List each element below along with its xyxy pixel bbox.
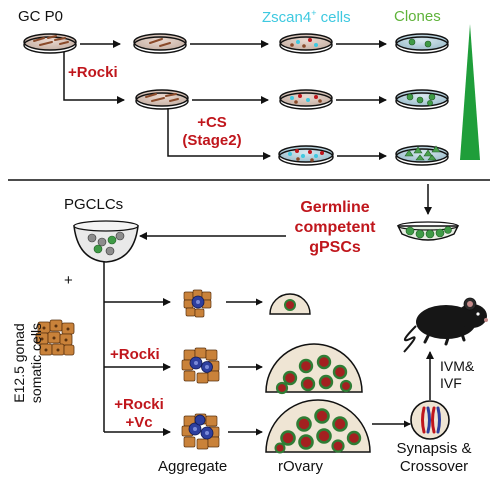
gonad-somatic-cells-label: E12.5 gonad somatic cells <box>11 303 45 423</box>
rovary-large-icon <box>265 399 371 454</box>
zscan4-sup: + <box>311 8 317 18</box>
synapsis-crossover-label: Synapsis & Crossover <box>384 440 484 476</box>
chromosome-icon <box>410 400 450 440</box>
row3-dish-1 <box>278 145 334 166</box>
row1-dish-4 <box>395 33 449 54</box>
cs-stage2-label: +CS (Stage2) <box>172 114 252 150</box>
gpsc-well-icon <box>396 221 460 241</box>
rocki-vc-line-1: +Rocki <box>114 396 164 413</box>
germline-competent-gpscs-label: Germline competent gPSCs <box>280 198 390 258</box>
gc-p0-label: GC P0 <box>18 8 64 25</box>
row2-dish-2 <box>279 89 333 110</box>
zscan4-cells-label: Zscan4+ cells <box>262 8 351 26</box>
ivm-line: IVM& <box>440 358 475 374</box>
rocki-label-top: +Rocki <box>68 64 118 81</box>
row3-dish-2 <box>395 145 449 166</box>
stage2-line: (Stage2) <box>182 132 242 149</box>
row1-dish-2 <box>133 33 187 54</box>
row1-dish-3 <box>279 33 333 54</box>
aggregate-large-icon <box>181 413 220 450</box>
clones-label: Clones <box>394 8 441 25</box>
germline-line-1: Germline <box>300 199 370 216</box>
gonad-somatic-cells-icon <box>35 319 75 356</box>
row2-dish-3 <box>395 89 449 110</box>
rovary-small-icon <box>269 293 311 315</box>
rovary-medium-icon <box>265 343 363 395</box>
synapsis-line-2: Crossover <box>399 458 469 475</box>
row1-dish-1 <box>23 33 77 54</box>
gonad-line-2: somatic cells <box>28 322 44 404</box>
aggregate-small-icon <box>183 289 212 318</box>
synapsis-line-1: Synapsis & <box>396 440 472 457</box>
gradient-wedge-icon <box>460 24 480 160</box>
mouse-icon <box>403 297 488 353</box>
rocki-vc-line-2: +Vc <box>125 414 153 431</box>
germline-line-3: gPSCs <box>309 239 361 256</box>
pgclc-well-icon <box>73 220 139 263</box>
zscan4-prefix: Zscan4 <box>262 9 312 26</box>
zscan4-suffix: cells <box>316 9 351 26</box>
germline-line-2: competent <box>294 219 376 236</box>
rocki-vc-label: +Rocki +Vc <box>106 396 172 432</box>
cs-line: +CS <box>197 114 227 131</box>
row2-dish-1 <box>135 89 189 110</box>
rocki-label-bottom: +Rocki <box>110 346 160 363</box>
ivf-line: IVF <box>440 375 462 391</box>
pgclcs-label: PGCLCs <box>64 196 124 213</box>
plus-sign: + <box>64 272 73 289</box>
aggregate-medium-icon <box>181 347 220 384</box>
ivm-ivf-label: IVM& IVF <box>440 358 474 392</box>
aggregate-label: Aggregate <box>158 458 228 475</box>
gonad-line-1: E12.5 gonad <box>11 323 27 403</box>
rovary-label: rOvary <box>278 458 323 475</box>
